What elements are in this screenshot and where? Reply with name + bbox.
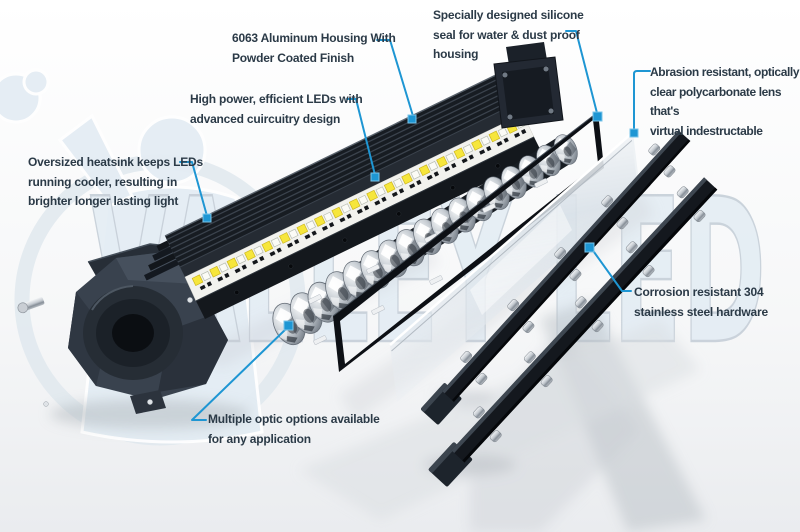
- callout-optics: Multiple optic options available for any…: [208, 412, 380, 446]
- callout-heatsink: Oversized heatsink keeps LEDs running co…: [28, 155, 203, 208]
- mounting-rail-front: [428, 177, 718, 487]
- polycarbonate-lens: [389, 132, 640, 402]
- mounting-rail-back: [421, 130, 691, 425]
- callout-marker: [283, 320, 294, 331]
- silicone-seal: [332, 111, 604, 372]
- leader-hardware: [593, 251, 632, 292]
- callout-hardware: Corrosion resistant 304 stainless steel …: [634, 285, 768, 319]
- callout-marker: [370, 172, 380, 182]
- callout-marker: [584, 242, 595, 253]
- callout-marker: [407, 114, 417, 124]
- callout-marker: [629, 128, 639, 138]
- leader-lines: [179, 30, 651, 421]
- optic-reflectors: [266, 130, 583, 351]
- bracket-bolt: [17, 297, 45, 314]
- callout-leds: High power, efficient LEDs with advanced…: [190, 92, 363, 126]
- stainless-bolts: [472, 186, 706, 443]
- callout-seal: Specially designed silicone seal for wat…: [433, 8, 584, 61]
- callout-lens: Abrasion resistant, optically clear poly…: [650, 65, 800, 138]
- leader-housing: [376, 39, 414, 117]
- leader-heatsink: [179, 161, 208, 217]
- leader-leds: [346, 98, 376, 176]
- callout-marker: [592, 111, 603, 122]
- aluminum-housing: [144, 42, 564, 319]
- leader-lens: [633, 70, 651, 131]
- stainless-bolts: [460, 143, 676, 385]
- callout-marker: [202, 213, 212, 223]
- heatsink-fins: [165, 72, 517, 267]
- callout-housing: 6063 Aluminum Housing With Powder Coated…: [232, 31, 396, 65]
- leader-optics: [191, 326, 289, 421]
- leader-seal: [565, 30, 598, 114]
- end-cap: [493, 42, 564, 129]
